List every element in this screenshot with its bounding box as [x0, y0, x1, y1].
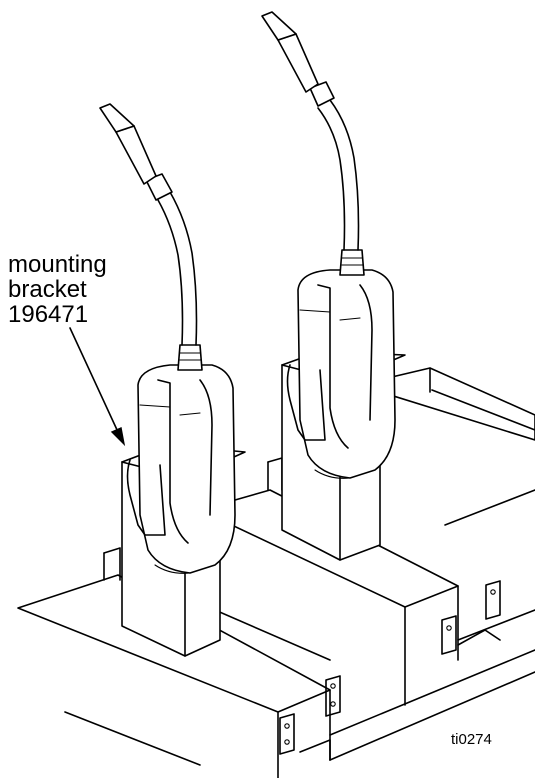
- rack-shelf: [17, 367, 535, 778]
- leader-arrow-icon: [69, 327, 126, 447]
- callout-label: mounting bracket 196471: [8, 252, 107, 327]
- shelf-clamps: [279, 580, 501, 761]
- figure-id: ti0274: [451, 731, 492, 748]
- right-nozzle: [261, 11, 396, 479]
- callout-line-1: mounting: [8, 251, 107, 278]
- left-nozzle: [99, 103, 236, 574]
- callout-line-3: 196471: [8, 301, 89, 328]
- callout-line-2: bracket: [8, 276, 87, 303]
